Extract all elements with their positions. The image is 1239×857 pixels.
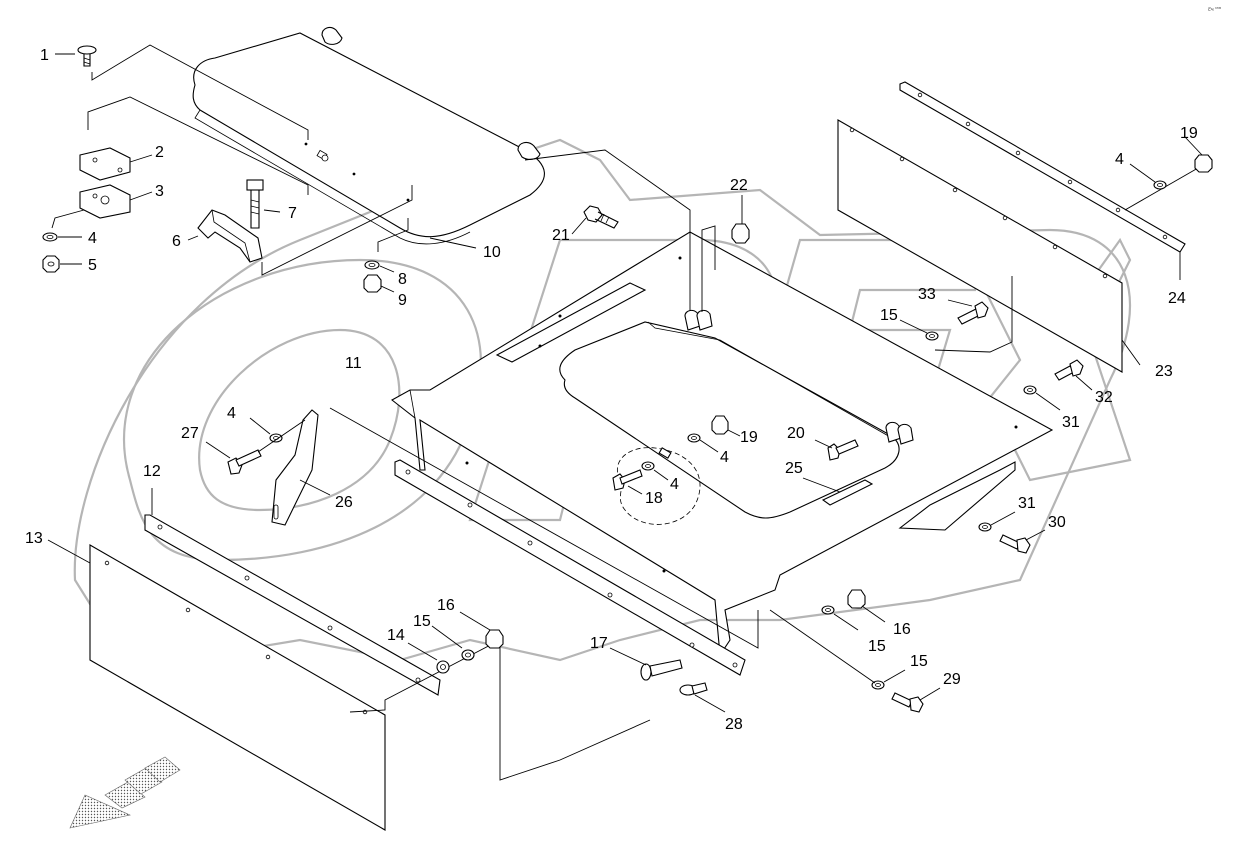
callout-11: 11 — [345, 355, 362, 372]
washer-nut-parts-4-19-top — [1129, 136, 1213, 190]
bolt-part-17 — [609, 647, 683, 681]
callout-7: 7 — [288, 205, 297, 222]
washer-nut-parts-4-19-center — [687, 415, 741, 453]
hinge-parts-2-3 — [51, 96, 309, 229]
front-direction-arrow — [69, 756, 181, 829]
callout-4-detail: 4 — [670, 476, 679, 493]
bolt-washer-parts-30-31 — [978, 511, 1046, 554]
washer-nut-parts-14-15-16-left — [407, 611, 504, 674]
bolt-part-28 — [679, 682, 726, 713]
callout-15-right-top: 15 — [880, 307, 898, 324]
callout-15-right-mid: 15 — [868, 638, 886, 655]
callout-18: 18 — [645, 490, 663, 507]
callout-25: 25 — [785, 460, 803, 477]
strip-part-12 — [144, 488, 441, 696]
callout-9: 9 — [398, 292, 407, 309]
callout-15-left: 15 — [413, 613, 431, 630]
callout-4-upper-left: 4 — [227, 405, 236, 422]
floor-plate-part-11 — [391, 149, 1054, 657]
bolt-part-7 — [246, 179, 281, 229]
callout-4-left: 4 — [88, 230, 97, 247]
bolt-washer-parts-15-29 — [769, 609, 941, 713]
callout-14: 14 — [387, 627, 405, 644]
callout-12: 12 — [143, 463, 161, 480]
callout-29: 29 — [943, 671, 961, 688]
washer-nut-parts-4-5 — [42, 232, 82, 273]
bolt-washer-parts-33-15 — [899, 299, 989, 341]
callout-6: 6 — [172, 233, 181, 250]
callout-20: 20 — [787, 425, 805, 442]
callout-4-right: 4 — [1115, 151, 1124, 168]
bracket-part-26 — [271, 409, 331, 526]
callout-10: 10 — [483, 244, 501, 261]
pad-part-25 — [802, 477, 841, 493]
bolt-part-20 — [814, 439, 859, 461]
reference-code: с̅ч ᴹᴵᴮ — [1208, 7, 1221, 13]
callout-22: 22 — [730, 177, 748, 194]
callout-2: 2 — [155, 144, 164, 161]
washer-nut-parts-15-16-right — [821, 589, 886, 631]
screw-part-1 — [55, 44, 309, 140]
bolt-part-21 — [571, 205, 619, 235]
bolt-washer-parts-31-32 — [1023, 359, 1093, 411]
callout-16-left: 16 — [437, 597, 455, 614]
callout-26: 26 — [335, 494, 353, 511]
callout-30: 30 — [1048, 514, 1066, 531]
callout-8: 8 — [398, 271, 407, 288]
callout-32: 32 — [1095, 389, 1113, 406]
bolt-washer-parts-4-27 — [205, 417, 306, 475]
callout-4-center: 4 — [720, 449, 729, 466]
callout-28: 28 — [725, 716, 743, 733]
callout-5: 5 — [88, 257, 97, 274]
side-panel-part-23 — [837, 119, 1141, 373]
washer-nut-parts-8-9 — [363, 218, 477, 293]
callout-19-right: 19 — [1180, 125, 1198, 142]
callout-23: 23 — [1155, 363, 1173, 380]
callout-labels: 1 2 3 4 5 6 7 8 9 10 11 12 13 14 15 16 1… — [25, 7, 1221, 733]
front-strip — [329, 407, 759, 676]
callout-15-right-low: 15 — [910, 653, 928, 670]
callout-3: 3 — [155, 183, 164, 200]
callout-1: 1 — [40, 47, 49, 64]
top-cover-part-10 — [192, 26, 545, 245]
callout-13: 13 — [25, 530, 43, 547]
detail-group-parts-4-18 — [612, 447, 701, 525]
callout-21: 21 — [552, 227, 570, 244]
callout-33: 33 — [918, 286, 936, 303]
handle-part-6 — [187, 185, 413, 276]
callout-17: 17 — [590, 635, 608, 652]
callout-31-upper: 31 — [1062, 414, 1080, 431]
callout-16-right: 16 — [893, 621, 911, 638]
callout-27: 27 — [181, 425, 199, 442]
nut-part-22 — [731, 195, 750, 244]
callout-19-center: 19 — [740, 429, 758, 446]
callout-31-lower: 31 — [1018, 495, 1036, 512]
callout-24: 24 — [1168, 290, 1186, 307]
